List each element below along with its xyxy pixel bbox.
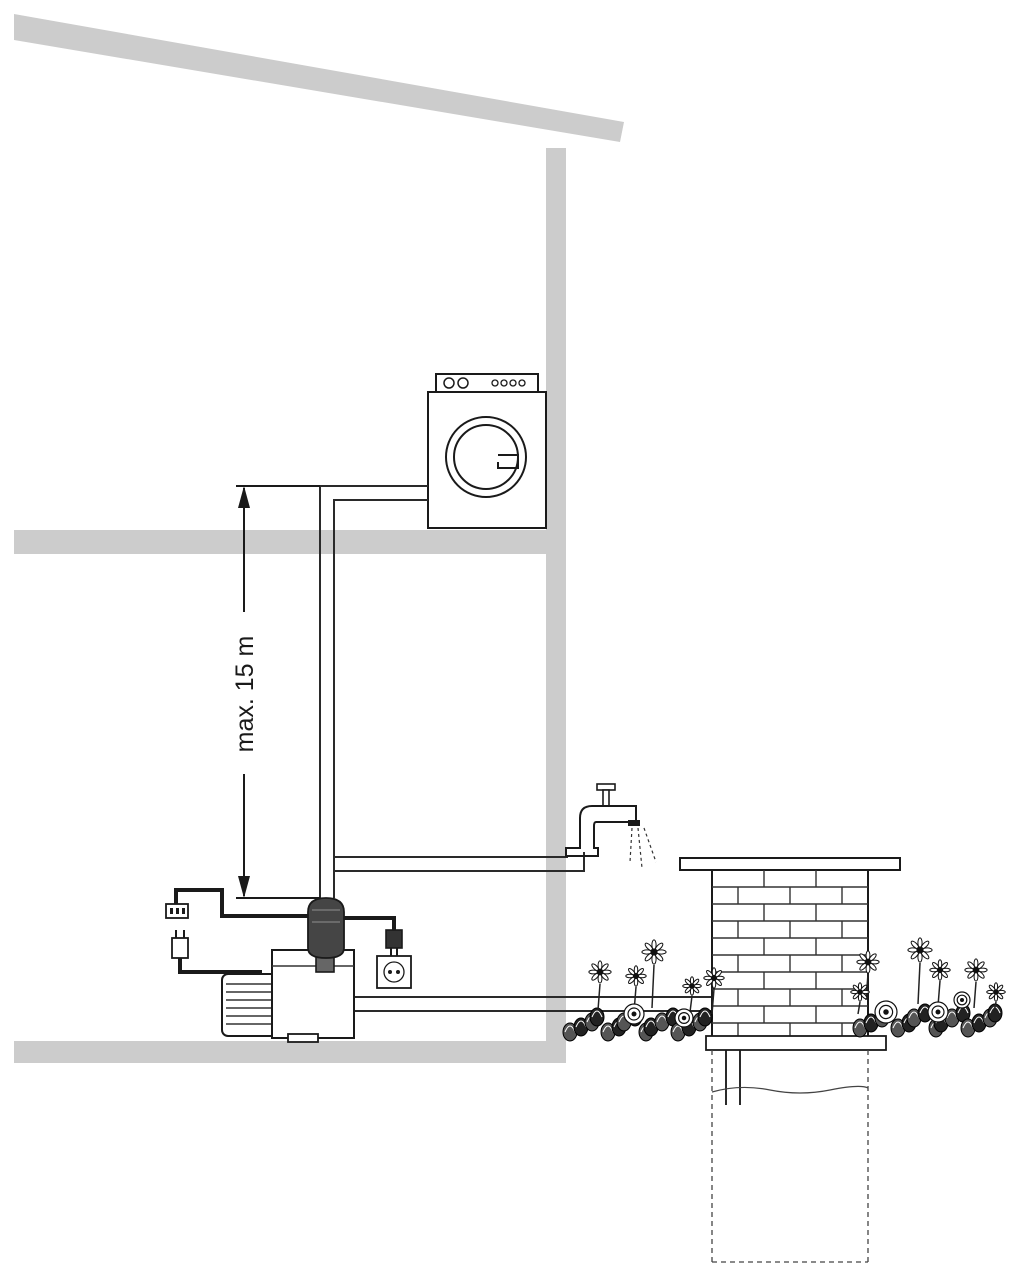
house-wall [546, 148, 566, 1063]
washing-machine-knob [443, 377, 455, 389]
flower-icon [986, 982, 1006, 1013]
wall-outlet-icon [376, 955, 412, 989]
dimension-arrow-up-icon [238, 486, 250, 508]
water-level [711, 1085, 869, 1094]
outdoor-tap [565, 783, 657, 869]
power-cable [174, 888, 308, 918]
tap-body [565, 805, 637, 857]
washing-machine-door-handle [497, 454, 519, 469]
riser-pipe [333, 499, 428, 898]
pump-assembly [165, 888, 412, 1043]
flower-icon [703, 967, 725, 1015]
garden-flowers [562, 937, 1006, 1042]
flower-icon [850, 982, 870, 1015]
height-label: max. 15 m [231, 636, 259, 753]
dimension-arrow-down-icon [238, 876, 250, 898]
power-cable [178, 958, 262, 974]
tap-branch-pipe [334, 852, 585, 872]
wall-plug-icon [385, 929, 403, 949]
washing-machine-knob [457, 377, 469, 389]
washing-machine-button [518, 379, 526, 387]
flower-icon [856, 950, 880, 1001]
snail-flower-icon [874, 1000, 898, 1024]
washing-machine-button [500, 379, 508, 387]
tap-stem [602, 789, 610, 807]
flower-icon [907, 937, 933, 1005]
washing-machine-door-inner [453, 424, 519, 490]
flower-icon [964, 958, 988, 1009]
well-base [705, 1035, 887, 1051]
pump-housing [271, 949, 355, 1039]
flower-icon [588, 960, 612, 1011]
snail-flower-icon [927, 1001, 949, 1023]
pump-foot [287, 1033, 319, 1043]
snail-flower-icon [674, 1008, 694, 1028]
height-dimension: max. 15 m [231, 485, 320, 899]
upper-floor [14, 530, 546, 554]
tap-spout [628, 820, 640, 826]
house-structure [14, 14, 624, 1063]
ground-floor [14, 1041, 566, 1063]
flower-icon [929, 959, 951, 1007]
pressure-controller [307, 897, 345, 959]
snail-flower-icon [623, 1003, 645, 1025]
well-roof [679, 857, 901, 871]
washing-machine [427, 373, 547, 529]
flower-icon [682, 976, 702, 1013]
flower-icon [641, 939, 667, 1009]
water-stream-icon [629, 827, 657, 869]
power-cable [344, 916, 396, 930]
plug-icon [171, 937, 189, 959]
well [679, 857, 901, 1263]
snail-flower-icon [953, 991, 971, 1009]
brick-pattern [712, 870, 868, 1038]
roof [14, 14, 624, 142]
washing-machine-button [491, 379, 499, 387]
tap-handle [596, 783, 616, 791]
washing-machine-button [509, 379, 517, 387]
